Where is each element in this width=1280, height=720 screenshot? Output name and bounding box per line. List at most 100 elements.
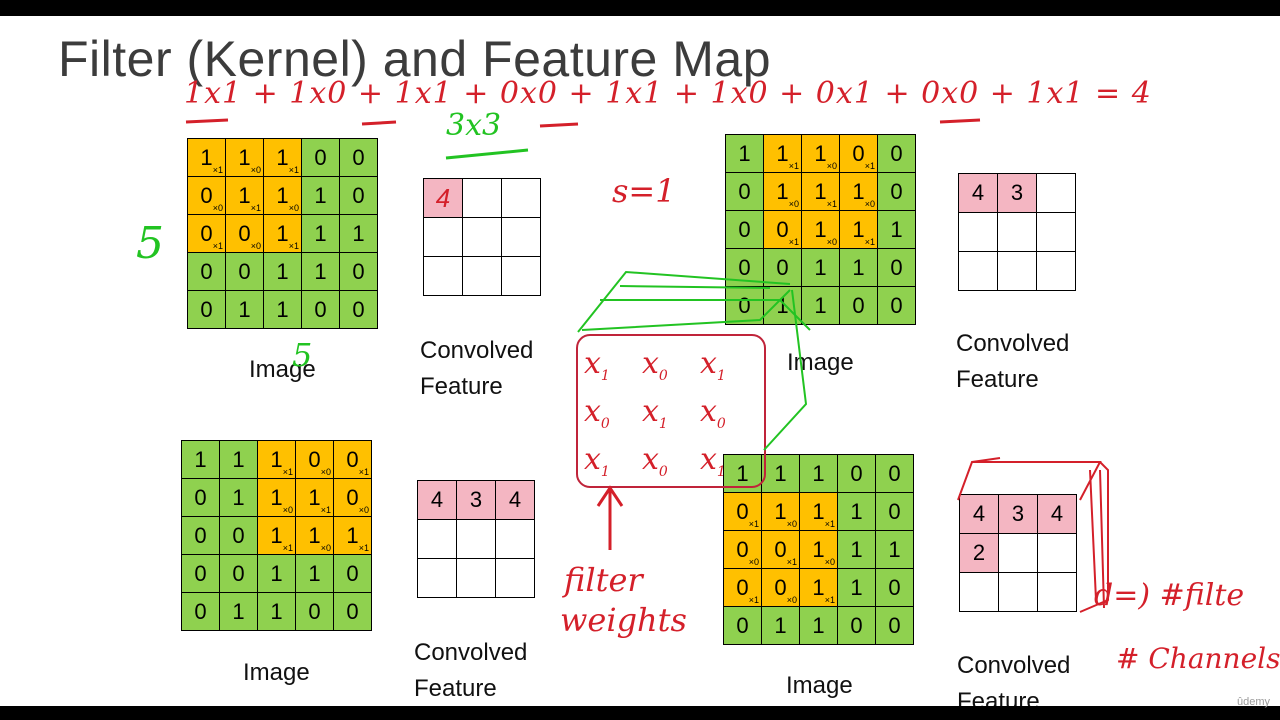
output-row [417, 519, 535, 559]
green-arrow-2 [600, 299, 811, 331]
convolved-line2: Feature [420, 373, 503, 400]
output-cell: 3 [997, 173, 1037, 213]
image-cell: 0 [339, 176, 378, 215]
output-cell [462, 256, 502, 296]
kernel-weight-subscript: ×0 [788, 199, 799, 209]
image-cell: 0 [181, 554, 220, 593]
window-cell: 0×1 [763, 210, 802, 249]
image-cell: 1 [219, 592, 258, 631]
underline-3 [539, 122, 579, 128]
image-cell: 1 [339, 214, 378, 253]
kernel-weight-subscript: ×1 [358, 543, 369, 553]
convolved-line1: Convolved [956, 330, 1070, 357]
image-cell: 0 [339, 252, 378, 291]
image-cell: 0 [339, 290, 378, 329]
image-cell: 0 [339, 138, 378, 177]
output-cell [959, 572, 999, 612]
image-cell: 1 [225, 290, 264, 329]
image-cell: 1 [301, 214, 340, 253]
output-cell: 4 [417, 480, 457, 520]
convolved-label-3: Convolved Feature [414, 635, 527, 707]
window-cell: 0×0 [333, 478, 372, 517]
image-cell: 1 [219, 478, 258, 517]
kernel-weight-subscript: ×0 [288, 203, 299, 213]
kernel-weight-subscript: ×1 [288, 241, 299, 251]
watermark: ûdemy [1236, 696, 1270, 708]
kernel-weight-subscript: ×0 [282, 505, 293, 515]
convolved-line1: Convolved [420, 337, 534, 364]
kernel-weight: x1 [584, 442, 610, 480]
green-arrow-1 [577, 270, 791, 333]
window-cell: 0×1 [187, 214, 226, 253]
image-cell: 0 [877, 286, 916, 325]
depth-stack [957, 457, 1109, 613]
output-cell [495, 558, 535, 598]
kernel-weight-subscript: ×0 [824, 557, 835, 567]
kernel-weight-subscript: ×0 [320, 543, 331, 553]
image-cell: 1 [725, 134, 764, 173]
image-cell: 0 [725, 286, 764, 325]
window-cell: 0×0 [225, 214, 264, 253]
green-arrow-5 [763, 289, 808, 451]
convolved-label-2: Convolved Feature [956, 326, 1069, 398]
kernel-weight: x0 [700, 394, 726, 432]
depth-note: d=) #filte [1094, 578, 1245, 613]
kernel-weight-subscript: ×1 [824, 595, 835, 605]
kernel-weight-subscript: ×1 [788, 161, 799, 171]
window-cell: 0×1 [333, 440, 372, 479]
underline-1 [185, 118, 229, 124]
output-cell [501, 217, 541, 257]
image-cell: 0 [875, 492, 914, 531]
output-cell [462, 217, 502, 257]
convolved-grid-1: 4 [423, 178, 541, 296]
image-cell: 0 [295, 592, 334, 631]
output-cell [501, 256, 541, 296]
window-cell: 0×1 [723, 492, 762, 531]
kernel-weight-subscript: ×0 [320, 467, 331, 477]
window-cell: 1×1 [333, 516, 372, 555]
kernel-weight-subscript: ×0 [826, 161, 837, 171]
window-cell: 1×1 [799, 492, 838, 531]
green-arrow-3 [619, 285, 771, 289]
image-cell: 1 [181, 440, 220, 479]
kernel-weight-subscript: ×1 [320, 505, 331, 515]
window-cell: 0×0 [723, 530, 762, 569]
image-cell: 1 [837, 568, 876, 607]
filter-label: filter weights [560, 560, 687, 640]
output-cell [1036, 212, 1076, 252]
image-cell: 0 [877, 134, 916, 173]
window-cell: 0×1 [839, 134, 878, 173]
kernel-weight-subscript: ×1 [282, 543, 293, 553]
channels-note: # Channels [1116, 642, 1280, 675]
convolved-line2: Feature [956, 366, 1039, 393]
kernel-weight-subscript: ×1 [786, 557, 797, 567]
output-row [958, 251, 1076, 291]
image-cell: 0 [725, 172, 764, 211]
window-cell: 1×0 [801, 210, 840, 249]
filter-label-line2: weights [560, 601, 687, 639]
output-cell [495, 519, 535, 559]
window-cell: 0×0 [761, 568, 800, 607]
image-cell: 0 [301, 290, 340, 329]
cols-annotation: 5 [292, 336, 313, 374]
kernel-weight-subscript: ×1 [358, 467, 369, 477]
kernel-weight-subscript: ×0 [786, 595, 797, 605]
window-cell: 1×1 [263, 214, 302, 253]
convolved-label-4: Convolved Feature [957, 648, 1070, 706]
filter-label-line1: filter [564, 561, 643, 599]
image-cell: 0 [875, 454, 914, 493]
image-cell: 1 [877, 210, 916, 249]
image-cell: 0 [723, 606, 762, 645]
